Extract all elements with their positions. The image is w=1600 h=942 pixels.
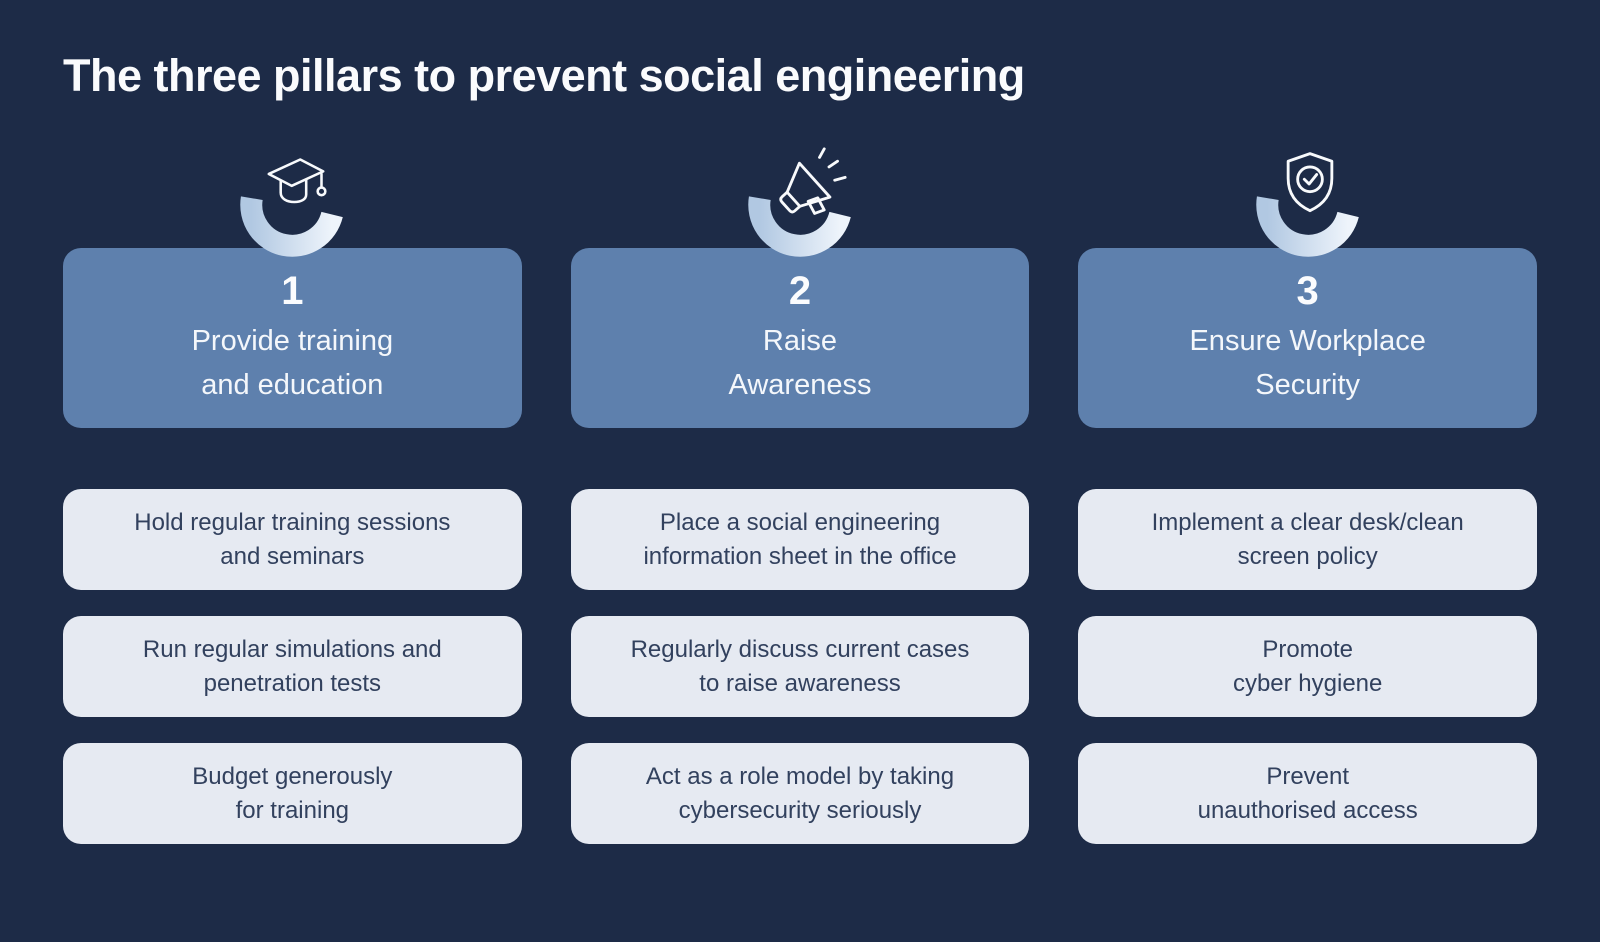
detail-text: Act as a role model by taking cybersecur… [645, 763, 955, 824]
pillar-badge-1 [63, 146, 522, 258]
pillar-card-1: 1 Provide training and education [63, 248, 522, 428]
detail-card: Promote cyber hygiene [1078, 616, 1538, 717]
pillar-column-1: 1 Provide training and education Hold re… [63, 146, 522, 844]
pillar-number: 3 [1296, 269, 1319, 313]
pillar-number: 1 [281, 269, 304, 313]
detail-card: Budget generously for training [63, 743, 522, 844]
pillar-details-2: Place a social engineering information s… [570, 489, 1030, 844]
pillar-title: Raise Awareness [728, 325, 872, 401]
detail-text: Implement a clear desk/clean screen poli… [1151, 509, 1464, 570]
detail-card: Run regular simulations and penetration … [63, 616, 522, 717]
detail-card: Act as a role model by taking cybersecur… [570, 743, 1030, 844]
pillar-card-2: 2 Raise Awareness [570, 248, 1030, 428]
detail-card: Regularly discuss current cases to raise… [570, 616, 1030, 717]
megaphone-icon [779, 147, 847, 215]
pillar-number: 2 [788, 269, 812, 313]
arc-decoration [240, 196, 344, 257]
detail-card: Hold regular training sessions and semin… [63, 489, 522, 590]
pillar-title: Ensure Workplace Security [1189, 325, 1426, 401]
detail-text: Budget generously for training [192, 763, 393, 824]
pillar-badge-3 [1078, 146, 1537, 258]
pillar-column-2: 2 Raise Awareness Place a social enginee… [570, 146, 1030, 844]
pillar-title: Provide training and education [191, 325, 394, 401]
detail-text: Run regular simulations and penetration … [142, 636, 442, 697]
pillar-badge-2 [571, 146, 1030, 258]
detail-text: Hold regular training sessions and semin… [134, 509, 451, 570]
page-title: The three pillars to prevent social engi… [63, 50, 1025, 101]
pillar-card-3: 3 Ensure Workplace Security [1078, 248, 1538, 428]
detail-text: Place a social engineering information s… [643, 509, 957, 570]
detail-text: Prevent unauthorised access [1197, 763, 1418, 824]
pillar-column-3: 3 Ensure Workplace Security Implement a … [1078, 146, 1538, 844]
pillar-details-1: Hold regular training sessions and semin… [63, 489, 522, 844]
detail-card: Implement a clear desk/clean screen poli… [1078, 489, 1538, 590]
detail-card: Place a social engineering information s… [570, 489, 1030, 590]
detail-text: Regularly discuss current cases to raise… [630, 636, 970, 697]
arc-decoration [1255, 196, 1359, 257]
arc-decoration [748, 196, 851, 257]
detail-text: Promote cyber hygiene [1232, 636, 1383, 697]
detail-card: Prevent unauthorised access [1078, 743, 1538, 844]
shield-check-icon [1286, 152, 1333, 213]
graduation-cap-icon [267, 158, 327, 204]
pillar-columns: 1 Provide training and education Hold re… [0, 146, 1600, 844]
infographic: The three pillars to prevent social engi… [0, 50, 1600, 942]
pillar-details-3: Implement a clear desk/clean screen poli… [1078, 489, 1538, 844]
